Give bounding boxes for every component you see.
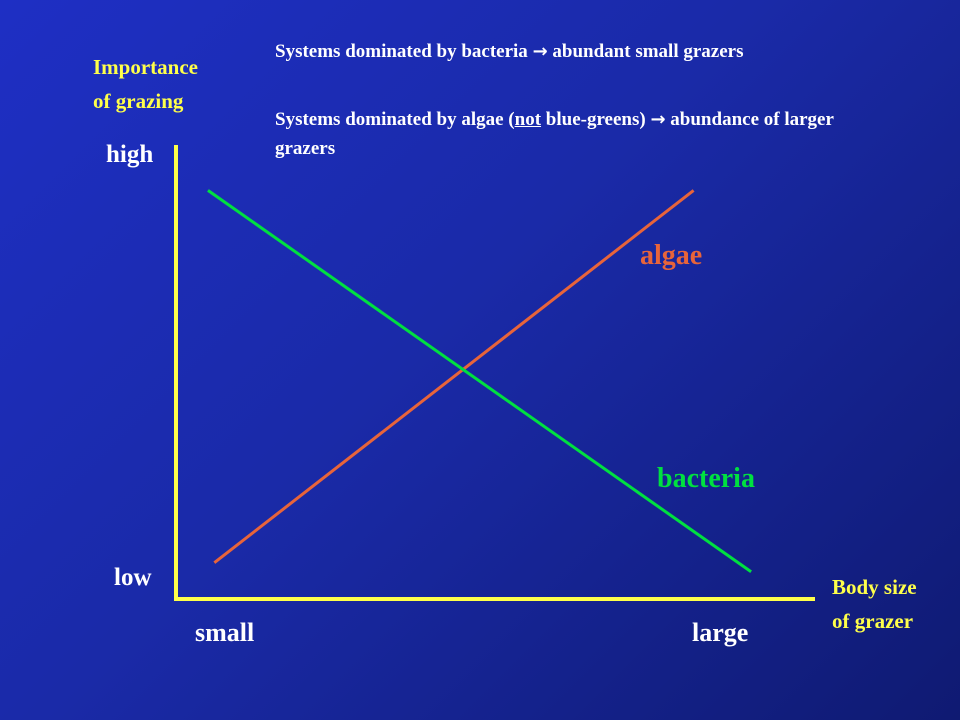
x-axis-label-large: large	[692, 618, 749, 647]
arrow-right-icon: →	[532, 41, 548, 62]
x-axis-title-line-1: Body size	[832, 575, 917, 599]
note-algae-tail: abundance of larger grazers	[275, 109, 834, 159]
note-algae-systems: Systems dominated by algae (not blue-gre…	[275, 105, 835, 163]
series-label-algae: algae	[640, 240, 703, 271]
x-axis-label-small: small	[195, 618, 255, 647]
series-layer	[207, 189, 752, 573]
note-algae-part2: blue-greens)	[541, 109, 651, 130]
series-line-bacteria	[207, 189, 752, 573]
note-bacteria-systems: Systems dominated by bacteria → abundant…	[275, 40, 743, 64]
note-bacteria-tail: abundant small grazers	[547, 41, 744, 62]
y-axis-title: Importance of grazing	[93, 50, 263, 118]
y-axis-title-line-2: of grazing	[93, 89, 184, 113]
note-bacteria-lead: Systems dominated by bacteria	[275, 41, 533, 62]
series-label-bacteria: bacteria	[657, 463, 755, 494]
y-axis-title-line-1: Importance	[93, 55, 198, 79]
x-axis-title-line-2: of grazer	[832, 609, 914, 633]
y-axis-label-high: high	[106, 141, 154, 168]
note-algae-part1: Systems dominated by algae (	[275, 109, 515, 130]
series-line-algae	[213, 189, 695, 564]
x-axis-title: Body size of grazer	[832, 570, 960, 638]
y-axis-label-low: low	[114, 564, 152, 591]
note-algae-underlined: not	[514, 109, 542, 130]
arrow-right-icon: →	[650, 109, 666, 130]
